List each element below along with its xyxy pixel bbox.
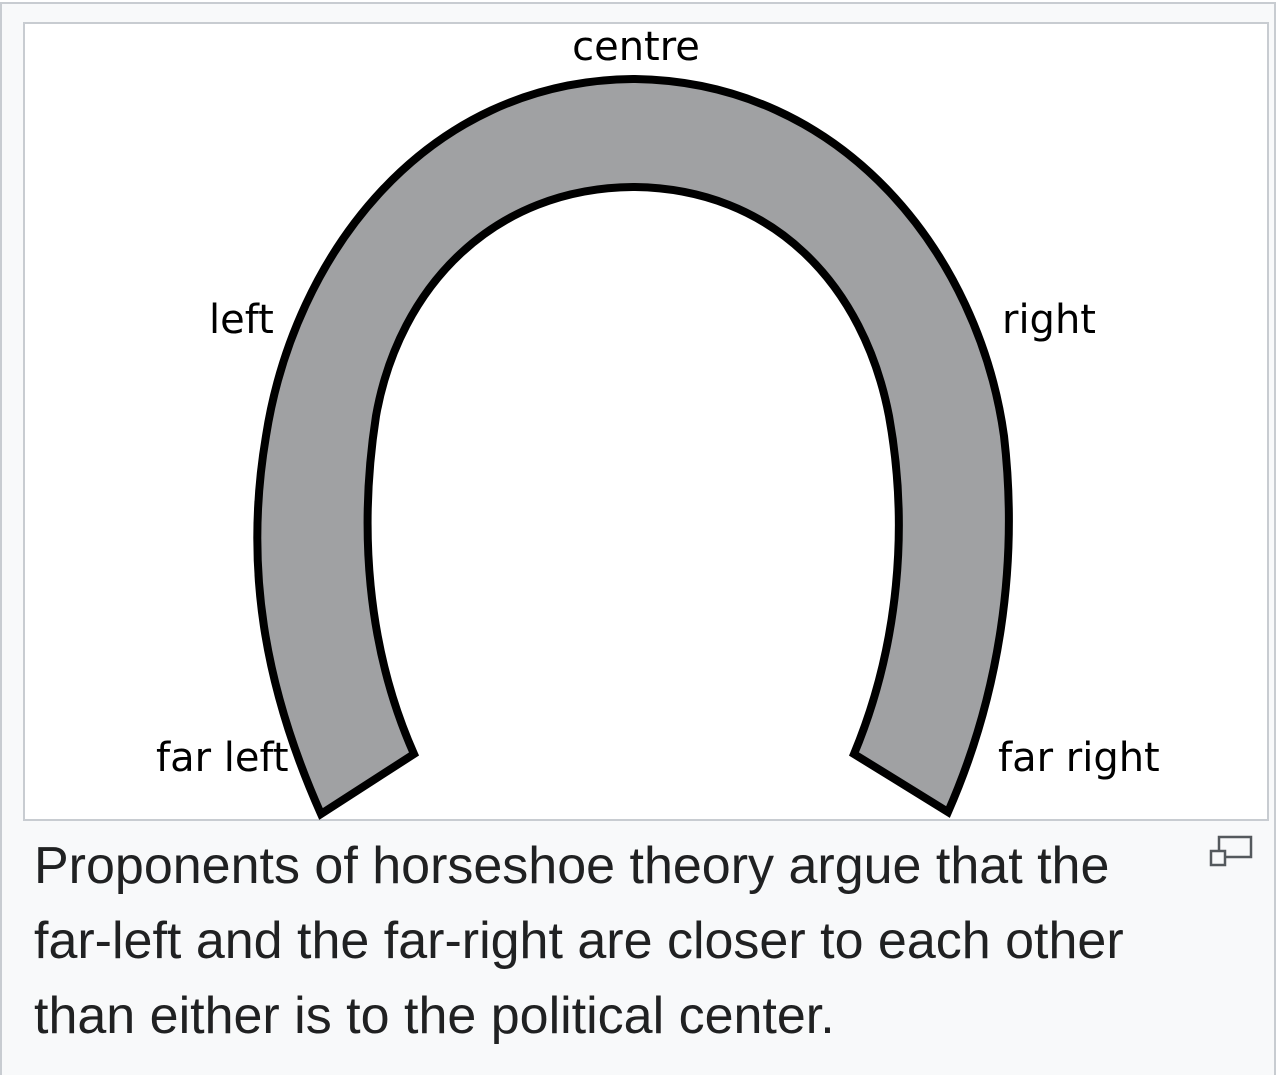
label-centre: centre [572,24,700,70]
figure-caption: Proponents of horseshoe theory argue tha… [34,837,1124,1045]
diagram-image[interactable]: centre left right far left far right [23,22,1269,821]
horseshoe-diagram: centre left right far left far right [156,24,1160,820]
label-far-right: far right [998,735,1160,781]
label-far-left: far left [156,735,289,781]
label-left: left [209,297,274,343]
label-right: right [1002,297,1096,343]
horseshoe-shape [253,74,1013,820]
magnify-enlarge-icon[interactable] [1208,834,1254,870]
